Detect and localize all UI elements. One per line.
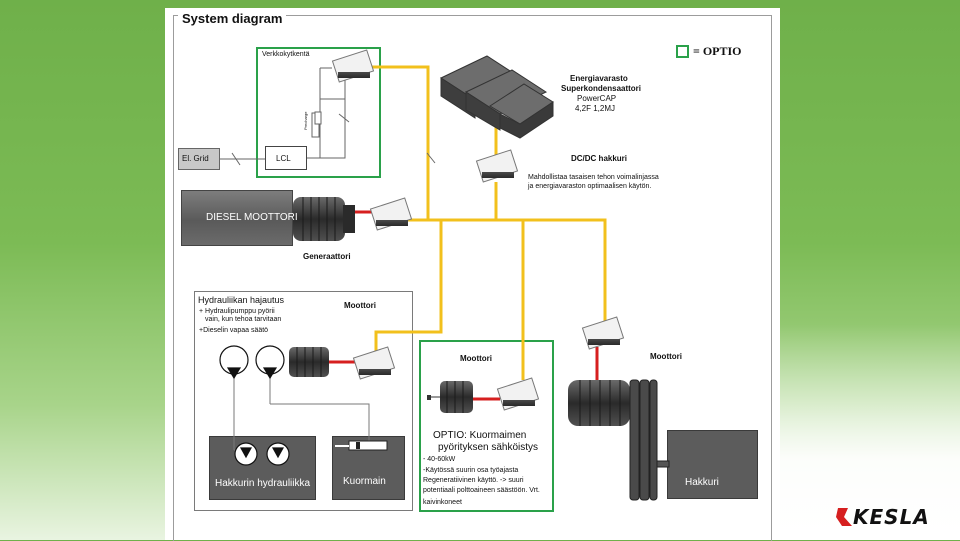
option-legend-label: = OPTIO [693, 44, 742, 58]
chipper-hydraulics-label: Hakkurin hydrauliikka [215, 478, 311, 489]
hydraulic-benefit-1b: vain, kun tehoa tarvitaan [205, 316, 282, 323]
option-title-line1: OPTIO: Kuormaimen [433, 430, 527, 441]
chipper-box [667, 430, 758, 499]
capacity-label: 4,2F 1,2MJ [575, 104, 616, 113]
ac-link-lines [329, 210, 599, 401]
crane-cylinder [335, 440, 388, 451]
powercap-label: PowerCAP [577, 94, 617, 103]
grid-connection-option-box [256, 47, 381, 178]
el-grid-box [178, 148, 220, 170]
crane-motor-label: Moottori [460, 354, 492, 363]
option-title-line2: pyörityksen sähköistys [438, 442, 539, 453]
supercapacitor-modules [439, 55, 554, 139]
dcdc-description-line1: Mahdollistaa tasaisen tehon voimalinjass… [528, 174, 659, 181]
energy-storage-label: Energiavarasto [570, 74, 628, 83]
hydraulic-lines [233, 374, 370, 451]
lcl-filter-box [265, 146, 307, 170]
option-detail-3: Regeneratiivinen käyttö. -> suuri [423, 477, 524, 484]
hydraulic-benefit-2: +Dieselin vapaa säätö [199, 327, 269, 334]
hydraulic-distribution-title: Hydrauliikan hajautus [198, 295, 285, 305]
diagram-frame [173, 15, 772, 541]
hydraulic-benefit-1a: + Hydraulipumppu pyörii [199, 308, 275, 315]
kesla-logo: KESLA [853, 505, 930, 529]
supercapacitor-label: Superkondensaattori [561, 84, 642, 93]
background-fade [780, 0, 960, 540]
converter-generator [369, 197, 413, 231]
grid-schematic-lines [220, 67, 436, 166]
converter-dcdc [475, 149, 519, 183]
precharge-label: Precharge [303, 111, 308, 130]
generator-machine [293, 197, 355, 241]
crane-label: Kuormain [343, 476, 386, 487]
chipper-hydraulics-box [209, 436, 316, 500]
belt-drive [629, 379, 670, 501]
converter-hydraulic-motor [352, 346, 396, 380]
converter-chipper-motor [581, 316, 625, 350]
chipper-label: Hakkuri [685, 477, 719, 488]
chipper-motor [568, 380, 630, 426]
option-detail-4: potentiaali polttoaineen säästöön. Vrt. [423, 487, 540, 494]
dcdc-label: DC/DC hakkuri [571, 154, 628, 163]
page-title: System diagram [178, 11, 287, 26]
diesel-engine-label: DIESEL MOOTTORI [206, 212, 298, 223]
hydraulic-pumps [219, 345, 285, 380]
converter-grid [331, 49, 375, 83]
crane-slewing-option-box [419, 340, 554, 512]
grid-connection-label: Verkkokytkentä [262, 51, 310, 58]
option-legend-swatch [676, 45, 689, 58]
hydraulic-distribution-frame [194, 291, 413, 511]
lcl-label: LCL [276, 154, 291, 163]
crane-slewing-motor [427, 381, 473, 413]
dc-bus-lines [371, 65, 607, 380]
dcdc-description-line2: ja energiavaraston optimaalisen käytön. [528, 183, 652, 190]
chipper-motor-label: Moottori [650, 352, 682, 361]
option-detail-5: kaivinkoneet [423, 499, 462, 506]
generator-label: Generaattori [303, 252, 351, 261]
hydraulic-motor-label: Moottori [344, 301, 376, 310]
el-grid-label: El. Grid [182, 154, 209, 163]
diesel-engine-box [181, 190, 293, 246]
hydraulic-motor [289, 347, 329, 377]
tank-hydraulic-motors [234, 442, 290, 466]
option-detail-2: -Käytössä suurin osa työajasta [423, 467, 519, 474]
converter-crane-motor [496, 377, 540, 411]
option-detail-1: - 40-60kW [423, 456, 456, 463]
